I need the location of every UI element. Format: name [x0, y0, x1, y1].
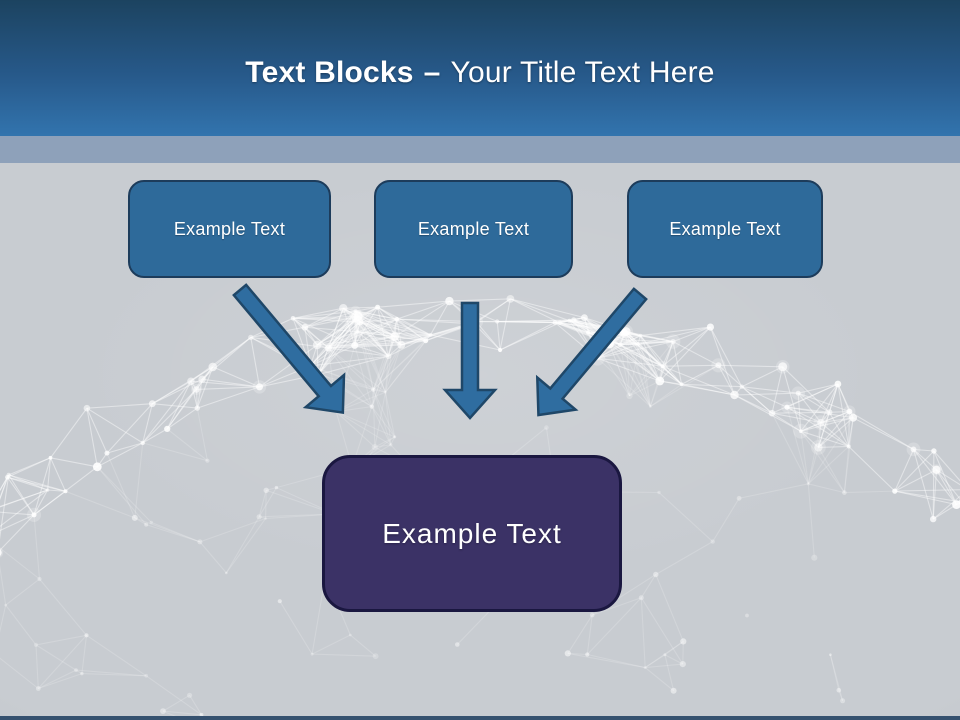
text-block-2-label: Example Text: [417, 218, 530, 239]
text-block-2: Example Text: [374, 180, 573, 278]
header-accent-band: [0, 136, 960, 163]
slide-title: Text Blocks–Your Title Text Here: [245, 46, 714, 90]
title-bold-text: Text Blocks: [245, 56, 414, 89]
text-block-3-label: Example Text: [669, 218, 781, 239]
title-bar: Text Blocks–Your Title Text Here: [0, 0, 960, 136]
text-block-3: Example Text: [627, 180, 823, 278]
title-separator: –: [423, 56, 441, 89]
result-block-label: Example Text: [382, 517, 562, 549]
title-regular-text: Your Title Text Here: [450, 56, 715, 89]
bottom-edge-bar: [0, 716, 960, 720]
result-block: Example Text: [322, 455, 622, 612]
text-block-1: Example Text: [128, 180, 331, 278]
text-block-1-label: Example Text: [173, 218, 286, 239]
